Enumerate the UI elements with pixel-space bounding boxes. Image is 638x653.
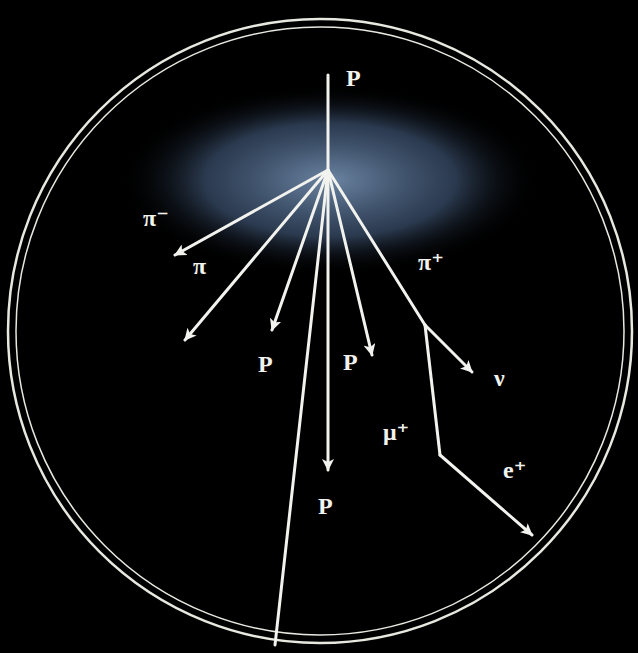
particle-track <box>185 170 328 340</box>
particle-label: P <box>318 494 333 518</box>
particle-label: P <box>346 66 361 90</box>
particle-label: P <box>343 350 358 374</box>
particle-label: ν <box>494 366 505 390</box>
particle-track <box>175 170 328 255</box>
chamber-outline <box>8 19 632 643</box>
particle-label: π⁺ <box>418 250 444 274</box>
particle-label: μ⁺ <box>383 420 409 444</box>
particle-track <box>327 170 330 470</box>
incoming-track <box>327 75 330 170</box>
particle-track <box>425 325 472 372</box>
particle-label: P <box>258 352 273 376</box>
particle-track <box>425 325 440 455</box>
particle-label: e⁺ <box>503 458 526 482</box>
particle-track <box>328 170 425 325</box>
particle-track <box>328 170 372 355</box>
particle-label: π⁻ <box>143 206 169 230</box>
particle-track <box>275 170 328 645</box>
chamber-outline <box>16 27 624 635</box>
particle-track <box>440 455 532 535</box>
particle-label: π <box>193 254 206 278</box>
